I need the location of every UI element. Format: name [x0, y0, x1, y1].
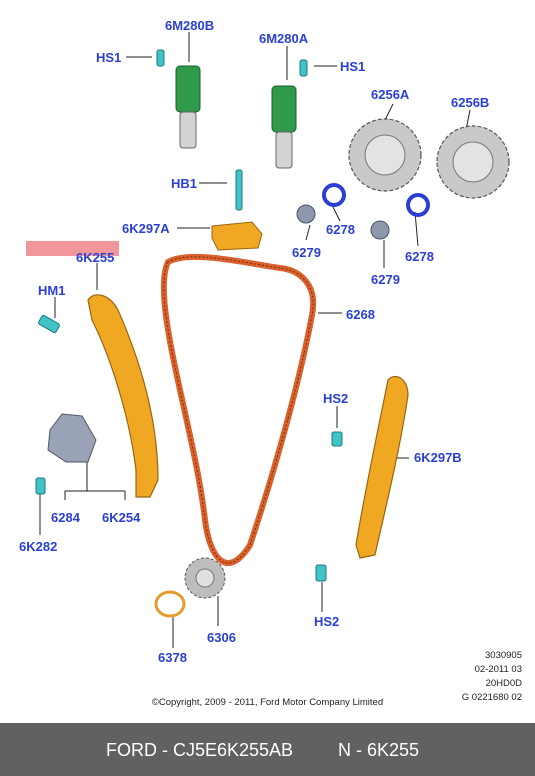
cam-sprocket-6256B	[436, 125, 510, 199]
label-HS1-left: HS1	[96, 50, 122, 65]
label-6279-a: 6279	[292, 245, 321, 260]
doc-code-1: 3030905	[485, 650, 522, 661]
cam-bolt-6279-b	[370, 220, 390, 240]
label-HB1: HB1	[171, 176, 198, 191]
washer-6278-b	[406, 193, 430, 217]
o-ring-6378	[154, 590, 186, 618]
tensioner-arm-right	[355, 375, 409, 559]
label-6256B: 6256B	[451, 95, 490, 110]
footer-part-number: FORD - CJ5E6K255AB	[106, 740, 294, 760]
label-6K254: 6K254	[102, 510, 141, 525]
cam-bolt-6279-a	[296, 204, 316, 224]
label-HS2-top: HS2	[323, 391, 349, 406]
label-6K282: 6K282	[19, 539, 58, 554]
label-6K255: 6K255	[76, 250, 115, 265]
leader-lines	[39, 32, 471, 648]
footer-bar: FORD - CJ5E6K255AB N - 6K255	[0, 723, 535, 776]
chain-guide-left	[87, 294, 159, 498]
cam-sprocket-6256A	[348, 118, 422, 192]
label-6K297B: 6K297B	[414, 450, 462, 465]
label-6284: 6284	[51, 510, 80, 525]
tensioner-block	[211, 221, 263, 251]
crank-sprocket-6306	[184, 557, 226, 599]
label-6306: 6306	[207, 630, 236, 645]
solenoid-6M280B	[175, 65, 201, 149]
label-6279-b: 6279	[371, 272, 400, 287]
doc-code-2: 02-2011 03	[474, 664, 522, 675]
label-HM1: HM1	[38, 283, 66, 298]
fastener-bolts	[35, 49, 343, 582]
label-HS2-bottom: HS2	[314, 614, 340, 629]
part-highlight	[26, 241, 119, 256]
washer-6278-a	[322, 183, 346, 207]
label-6M280A: 6M280A	[259, 31, 309, 46]
parts-diagram: 6M280B 6M280A HS1 HS1 6256A 6256B HB1 6K…	[19, 18, 522, 709]
label-6256A: 6256A	[371, 87, 410, 102]
footer-part-code: N - 6K255	[338, 740, 420, 760]
solenoid-6M280A	[271, 85, 297, 169]
doc-code-3: 20HD0D	[485, 678, 522, 689]
diagram-art	[35, 32, 510, 648]
label-6378: 6378	[158, 650, 187, 665]
chain-tensioner-6K254	[47, 413, 97, 463]
label-HS1-right: HS1	[340, 59, 366, 74]
copyright-notice: ©Copyright, 2009 - 2011, Ford Motor Comp…	[151, 697, 384, 708]
timing-chain	[160, 253, 317, 566]
label-6K297A: 6K297A	[122, 221, 170, 236]
label-6278-b: 6278	[405, 249, 434, 264]
label-6268: 6268	[346, 307, 375, 322]
label-6278-a: 6278	[326, 222, 355, 237]
doc-code-4: G 0221680 02	[461, 692, 522, 703]
label-6M280B: 6M280B	[165, 18, 215, 33]
